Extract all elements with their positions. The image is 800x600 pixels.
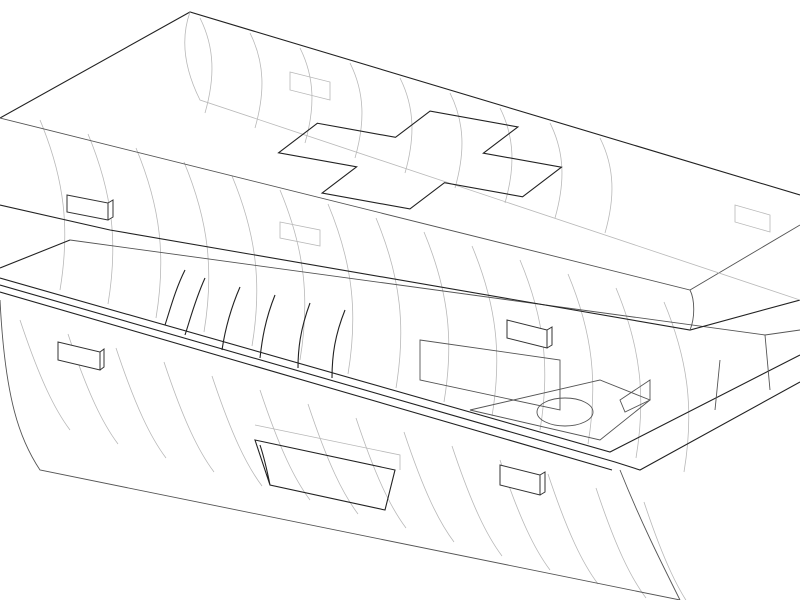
base-rim-inner	[0, 277, 800, 471]
rib-line	[547, 473, 599, 585]
handle-recess-back	[254, 424, 401, 470]
clip-lid-left	[66, 194, 114, 221]
rib-line	[135, 147, 162, 319]
base-rim-back	[69, 239, 800, 336]
rib-line	[399, 77, 413, 174]
rib-line	[595, 487, 647, 599]
rib-line	[199, 17, 213, 114]
rib-line	[349, 62, 363, 159]
handle-recess	[254, 439, 396, 511]
rib-line	[615, 287, 642, 459]
base-ribs-visible	[164, 269, 346, 379]
lid-top-outline	[0, 11, 800, 196]
rib-line	[403, 431, 455, 543]
clip-lid-center	[279, 221, 321, 247]
lid-front-top-edge	[0, 117, 800, 291]
inner-round-recess	[536, 397, 594, 427]
rib-line	[499, 107, 513, 204]
clips	[57, 71, 771, 496]
clip-back-2	[734, 204, 771, 233]
rib-line	[279, 189, 306, 361]
rib-line	[299, 47, 313, 144]
rib-line	[249, 32, 263, 129]
clip-back-1	[289, 71, 331, 101]
rib-line	[375, 217, 402, 389]
rib-line	[643, 501, 687, 600]
rib-line	[307, 403, 359, 515]
rib-line	[327, 203, 354, 375]
clip-back-3	[619, 379, 651, 413]
rib-line	[355, 417, 407, 529]
hidden-ribs	[19, 17, 690, 600]
rib-line	[549, 122, 563, 219]
rib-line	[183, 161, 210, 333]
rib-line	[115, 347, 167, 459]
clip-base-left	[57, 341, 105, 371]
rib-line	[39, 119, 66, 291]
clip-lid-right	[506, 319, 553, 349]
base-rim-outer	[0, 239, 800, 471]
base-front-curve	[0, 299, 681, 600]
rib-line	[663, 301, 690, 473]
rib-line	[449, 92, 463, 189]
rib-line	[423, 231, 450, 403]
lid	[0, 11, 800, 331]
rib-line	[211, 375, 263, 487]
rib-line	[599, 137, 613, 234]
base-right-wall	[714, 334, 771, 411]
lid-back-lower	[184, 11, 800, 301]
clip-base-right	[499, 464, 546, 496]
rib-line	[451, 445, 503, 557]
base	[0, 239, 800, 600]
rib-line	[259, 389, 311, 501]
rib-line	[471, 245, 498, 417]
lid-right-curve	[689, 289, 695, 331]
rib-line	[163, 361, 215, 473]
rib-line	[87, 133, 114, 305]
inner-compartment	[419, 339, 651, 441]
rib-line	[567, 273, 594, 445]
rib-line	[231, 175, 258, 347]
cross-emblem	[277, 110, 563, 210]
base-right-curve	[619, 469, 681, 600]
rib-line	[19, 319, 71, 431]
